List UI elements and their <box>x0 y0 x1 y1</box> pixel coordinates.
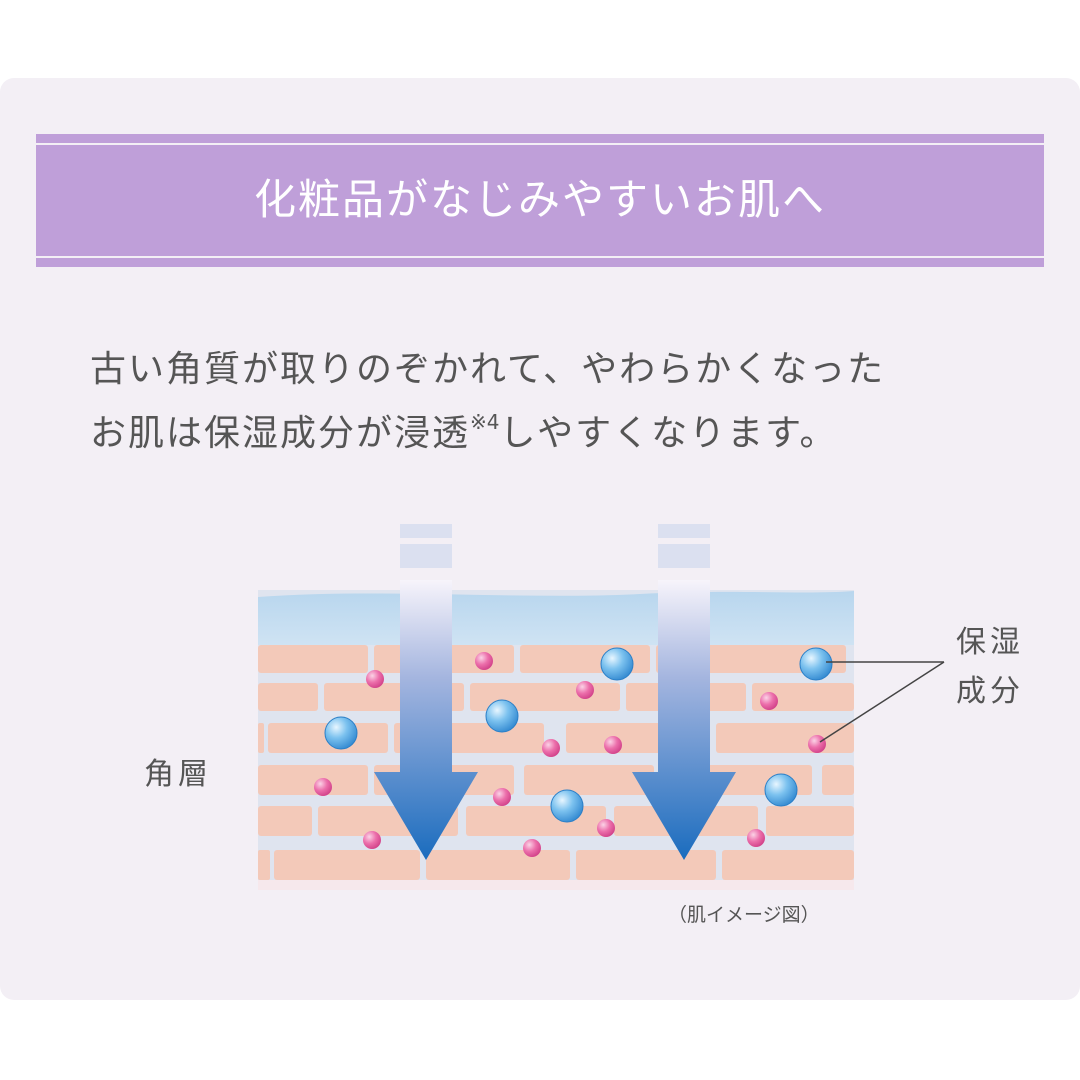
moisture-layer <box>258 591 854 645</box>
description-text: 古い角質が取りのぞかれて、やわらかくなった お肌は保湿成分が浸透※4しやすくなり… <box>90 338 1030 466</box>
description-line-2-end: しやすくなります。 <box>499 413 838 454</box>
title-banner: 化粧品がなじみやすいお肌へ <box>36 134 1044 267</box>
banner-title: 化粧品がなじみやすいお肌へ <box>253 175 826 224</box>
pink-particles <box>314 652 826 857</box>
footnote-mark: ※4 <box>470 410 500 434</box>
ingredient-label-line-2: 成分 <box>956 674 1024 709</box>
penetration-arrow-right <box>632 524 736 860</box>
description-line-2-start: お肌は保湿成分が浸透 <box>90 413 471 454</box>
image-caption: （肌イメージ図） <box>668 904 820 926</box>
description-line-2: お肌は保湿成分が浸透※4しやすくなります。 <box>90 402 1030 466</box>
description-line-1: 古い角質が取りのぞかれて、やわらかくなった <box>90 349 886 390</box>
penetration-arrow-left <box>374 524 478 860</box>
ingredient-leader-lines <box>819 661 945 743</box>
skin-bottom-fade <box>258 880 854 890</box>
stratum-corneum-label: 角層 <box>144 757 212 792</box>
blue-particles <box>324 647 833 823</box>
ingredient-label-line-1: 保湿 <box>956 625 1024 660</box>
